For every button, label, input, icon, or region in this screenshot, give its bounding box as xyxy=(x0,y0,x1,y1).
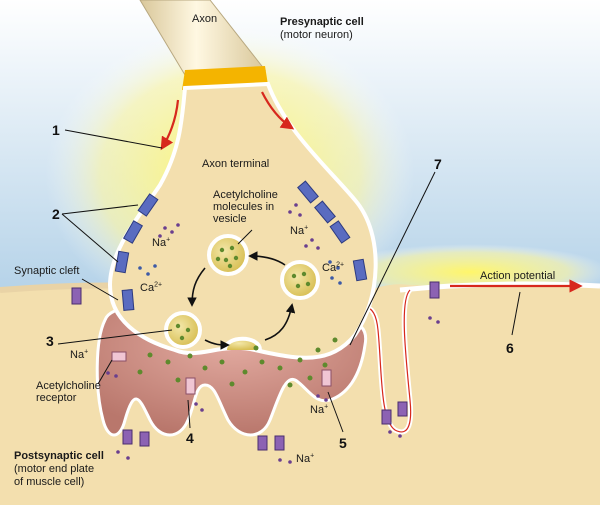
callout-6: 6 xyxy=(506,340,514,356)
vesicle-icon xyxy=(280,260,320,300)
leader-lines xyxy=(57,129,521,433)
receptor-icon xyxy=(71,281,440,451)
cycle-arrow xyxy=(264,303,296,341)
action-potential-trace-fold xyxy=(339,289,412,433)
sodium-label: Na+ xyxy=(152,236,171,249)
postsynaptic-title: Postsynaptic cell xyxy=(14,450,104,462)
callout-5: 5 xyxy=(339,435,347,451)
sodium-label: Na+ xyxy=(70,348,89,361)
axon-terminal-label: Axon terminal xyxy=(202,158,270,170)
postsynaptic-sub-1: (motor end plate xyxy=(14,463,95,475)
callout-2: 2 xyxy=(52,206,60,222)
postsynaptic-sub-2: of muscle cell) xyxy=(14,476,85,488)
ach-receptor-label-1: Acetylcholine xyxy=(36,380,101,392)
ach-receptor-label-2: receptor xyxy=(36,392,77,404)
callout-4: 4 xyxy=(186,430,194,446)
callout-1: 1 xyxy=(52,122,60,138)
impulse-arrow-right xyxy=(261,91,295,130)
ach-vesicle-label-3: vesicle xyxy=(213,213,247,225)
callout-3: 3 xyxy=(46,333,54,349)
calcium-label: Ca2+ xyxy=(140,281,163,294)
vesicle-icon xyxy=(164,311,202,349)
cycle-arrow xyxy=(248,251,286,266)
cycle-arrow xyxy=(204,339,230,350)
sodium-ion-icon xyxy=(106,203,440,464)
synaptic-cleft-label: Synaptic cleft xyxy=(14,265,80,277)
ion-channel-icon xyxy=(114,180,368,311)
presynaptic-subtitle: (motor neuron) xyxy=(280,29,353,41)
sodium-label: Na+ xyxy=(296,452,315,465)
vesicle-icon xyxy=(207,234,249,276)
acetylcholine-molecule-icon xyxy=(137,337,338,388)
sodium-label: Na+ xyxy=(290,224,309,237)
callout-7: 7 xyxy=(434,156,442,172)
calcium-label: Ca2+ xyxy=(322,261,345,274)
sodium-label: Na+ xyxy=(310,403,329,416)
presynaptic-title: Presynaptic cell xyxy=(280,16,364,28)
axon-label: Axon xyxy=(192,13,218,25)
calcium-ion-icon xyxy=(138,260,342,285)
ach-vesicle-label-1: Acetylcholine xyxy=(213,189,278,201)
impulse-arrow-left xyxy=(160,99,180,151)
cycle-arrow xyxy=(187,267,206,307)
ach-vesicle-label-2: molecules in xyxy=(213,201,275,213)
action-potential-label: Action potential xyxy=(480,270,556,282)
